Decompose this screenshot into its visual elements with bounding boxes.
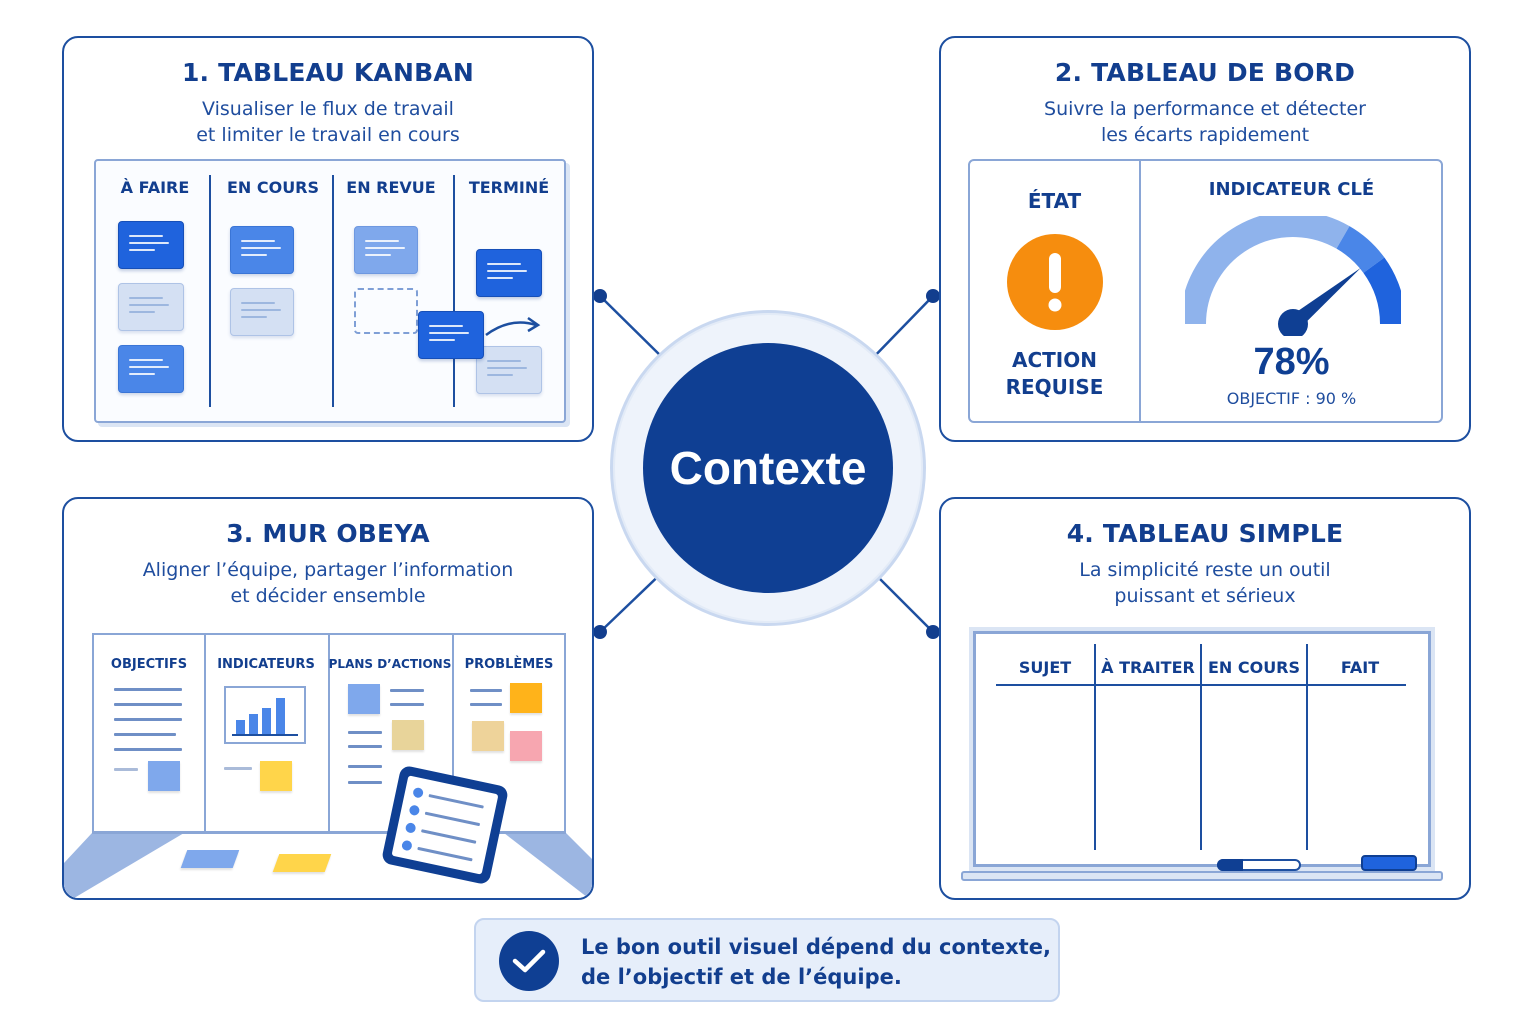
gauge-arc-mid <box>1336 226 1385 274</box>
column-divider <box>453 175 455 407</box>
panel-title: 4. TABLEAU SIMPLE <box>1066 519 1344 548</box>
marker-blue <box>1361 855 1417 871</box>
conclusion-banner: Le bon outil visuel dépend du contexte, … <box>474 918 1060 1002</box>
kanban-card <box>354 226 418 274</box>
whiteboard-column-header: FAIT <box>1340 658 1380 677</box>
subtitle-line: les écarts rapidement <box>1100 124 1310 146</box>
sticky-note <box>260 761 292 791</box>
panel-subtitle: Aligner l’équipe, partager l’information… <box>64 557 592 609</box>
panel-title: 1. TABLEAU KANBAN <box>181 58 475 87</box>
kanban-card <box>476 346 542 394</box>
subtitle-line: La simplicité reste un outil <box>1079 559 1331 581</box>
section-divider <box>1139 161 1141 421</box>
kanban-card-moving <box>418 311 484 359</box>
sticky-note <box>348 684 380 714</box>
wall-column-header: PROBLÈMES <box>464 657 554 672</box>
state-label: ÉTAT <box>1027 189 1082 213</box>
wall-divider <box>452 635 454 831</box>
status-line: ACTION <box>1012 348 1097 372</box>
status-text: ACTION REQUISE <box>970 347 1139 401</box>
whiteboard-tray <box>961 871 1443 881</box>
conclusion-line: de l’objectif et de l’équipe. <box>581 965 902 989</box>
kanban-card <box>476 249 542 297</box>
kanban-card <box>118 345 184 393</box>
whiteboard-column-header: À TRAITER <box>1101 658 1195 677</box>
bar-chart-icon <box>224 686 306 744</box>
column-header: EN REVUE <box>346 178 436 197</box>
panel-subtitle: Visualiser le flux de travail et limiter… <box>64 96 592 148</box>
dashboard-panel: 2. TABLEAU DE BORD Suivre la performance… <box>939 36 1471 442</box>
wall-column-header: INDICATEURS <box>217 657 315 672</box>
dashboard-board: ÉTAT ACTION REQUISE INDICATEUR CLÉ 78% O… <box>968 159 1443 423</box>
sticky-note-on-table <box>272 854 332 872</box>
whiteboard-divider <box>1306 644 1308 850</box>
simple-board-panel: 4. TABLEAU SIMPLE La simplicité reste un… <box>939 497 1471 900</box>
kpi-target: OBJECTIF : 90 % <box>1226 389 1357 408</box>
kanban-board: À FAIRE EN COURS EN REVUE TERMINÉ <box>94 159 566 423</box>
column-divider <box>209 175 211 407</box>
column-header: À FAIRE <box>120 178 190 197</box>
gauge-chart <box>1185 216 1401 336</box>
wall-column-header: OBJECTIFS <box>110 657 188 672</box>
subtitle-line: Aligner l’équipe, partager l’information <box>142 559 514 581</box>
wall-divider <box>204 635 206 831</box>
conclusion-text: Le bon outil visuel dépend du contexte, … <box>581 932 1051 992</box>
sticky-note <box>472 721 504 751</box>
subtitle-line: Suivre la performance et détecter <box>1044 98 1366 120</box>
wall-column-header: PLANS D’ACTIONS <box>328 657 452 671</box>
whiteboard-divider <box>1200 644 1202 850</box>
kanban-card <box>230 226 294 274</box>
move-arrow-icon <box>485 316 541 337</box>
status-line: REQUISE <box>1005 375 1104 399</box>
kanban-panel: 1. TABLEAU KANBAN Visualiser le flux de … <box>62 36 594 442</box>
marker-white <box>1217 859 1301 871</box>
panel-subtitle: La simplicité reste un outil puissant et… <box>941 557 1469 609</box>
gauge-hub <box>1278 309 1308 336</box>
gauge-arc-light <box>1185 216 1350 325</box>
kanban-card <box>118 221 184 269</box>
sticky-note <box>510 683 542 713</box>
whiteboard-column-header: SUJET <box>1018 658 1072 677</box>
whiteboard-divider <box>1094 644 1096 850</box>
subtitle-line: et décider ensemble <box>230 585 426 607</box>
kanban-card <box>118 283 184 331</box>
wall-divider <box>328 635 330 831</box>
kanban-card <box>230 288 294 336</box>
gauge-arc-dark <box>1363 257 1401 325</box>
whiteboard: SUJET À TRAITER EN COURS FAIT <box>969 627 1435 871</box>
table-perspective <box>64 832 592 898</box>
column-header: EN COURS <box>226 178 320 197</box>
card-placeholder <box>354 288 418 334</box>
column-header: TERMINÉ <box>468 178 550 197</box>
column-divider <box>332 175 334 407</box>
kpi-value: 78% <box>1253 341 1330 383</box>
sticky-note <box>510 731 542 761</box>
check-icon <box>499 931 559 991</box>
panel-title: 3. MUR OBEYA <box>226 519 430 548</box>
subtitle-line: et limiter le travail en cours <box>196 124 460 146</box>
indicator-label: INDICATEUR CLÉ <box>1208 179 1375 200</box>
conclusion-line: Le bon outil visuel dépend du contexte, <box>581 935 1051 959</box>
context-hub: Contexte <box>610 310 926 626</box>
panel-title: 2. TABLEAU DE BORD <box>1054 58 1356 87</box>
sticky-note-on-table <box>180 850 240 868</box>
context-label: Contexte <box>669 442 867 494</box>
obeya-panel: 3. MUR OBEYA Aligner l’équipe, partager … <box>62 497 594 900</box>
subtitle-line: puissant et sérieux <box>1114 585 1296 607</box>
sticky-note <box>392 720 424 750</box>
sticky-note <box>148 761 180 791</box>
panel-subtitle: Suivre la performance et détecter les éc… <box>941 96 1469 148</box>
whiteboard-column-header: EN COURS <box>1207 658 1301 677</box>
gauge-needle <box>1287 267 1361 331</box>
subtitle-line: Visualiser le flux de travail <box>202 98 454 120</box>
warning-icon <box>1007 234 1103 330</box>
